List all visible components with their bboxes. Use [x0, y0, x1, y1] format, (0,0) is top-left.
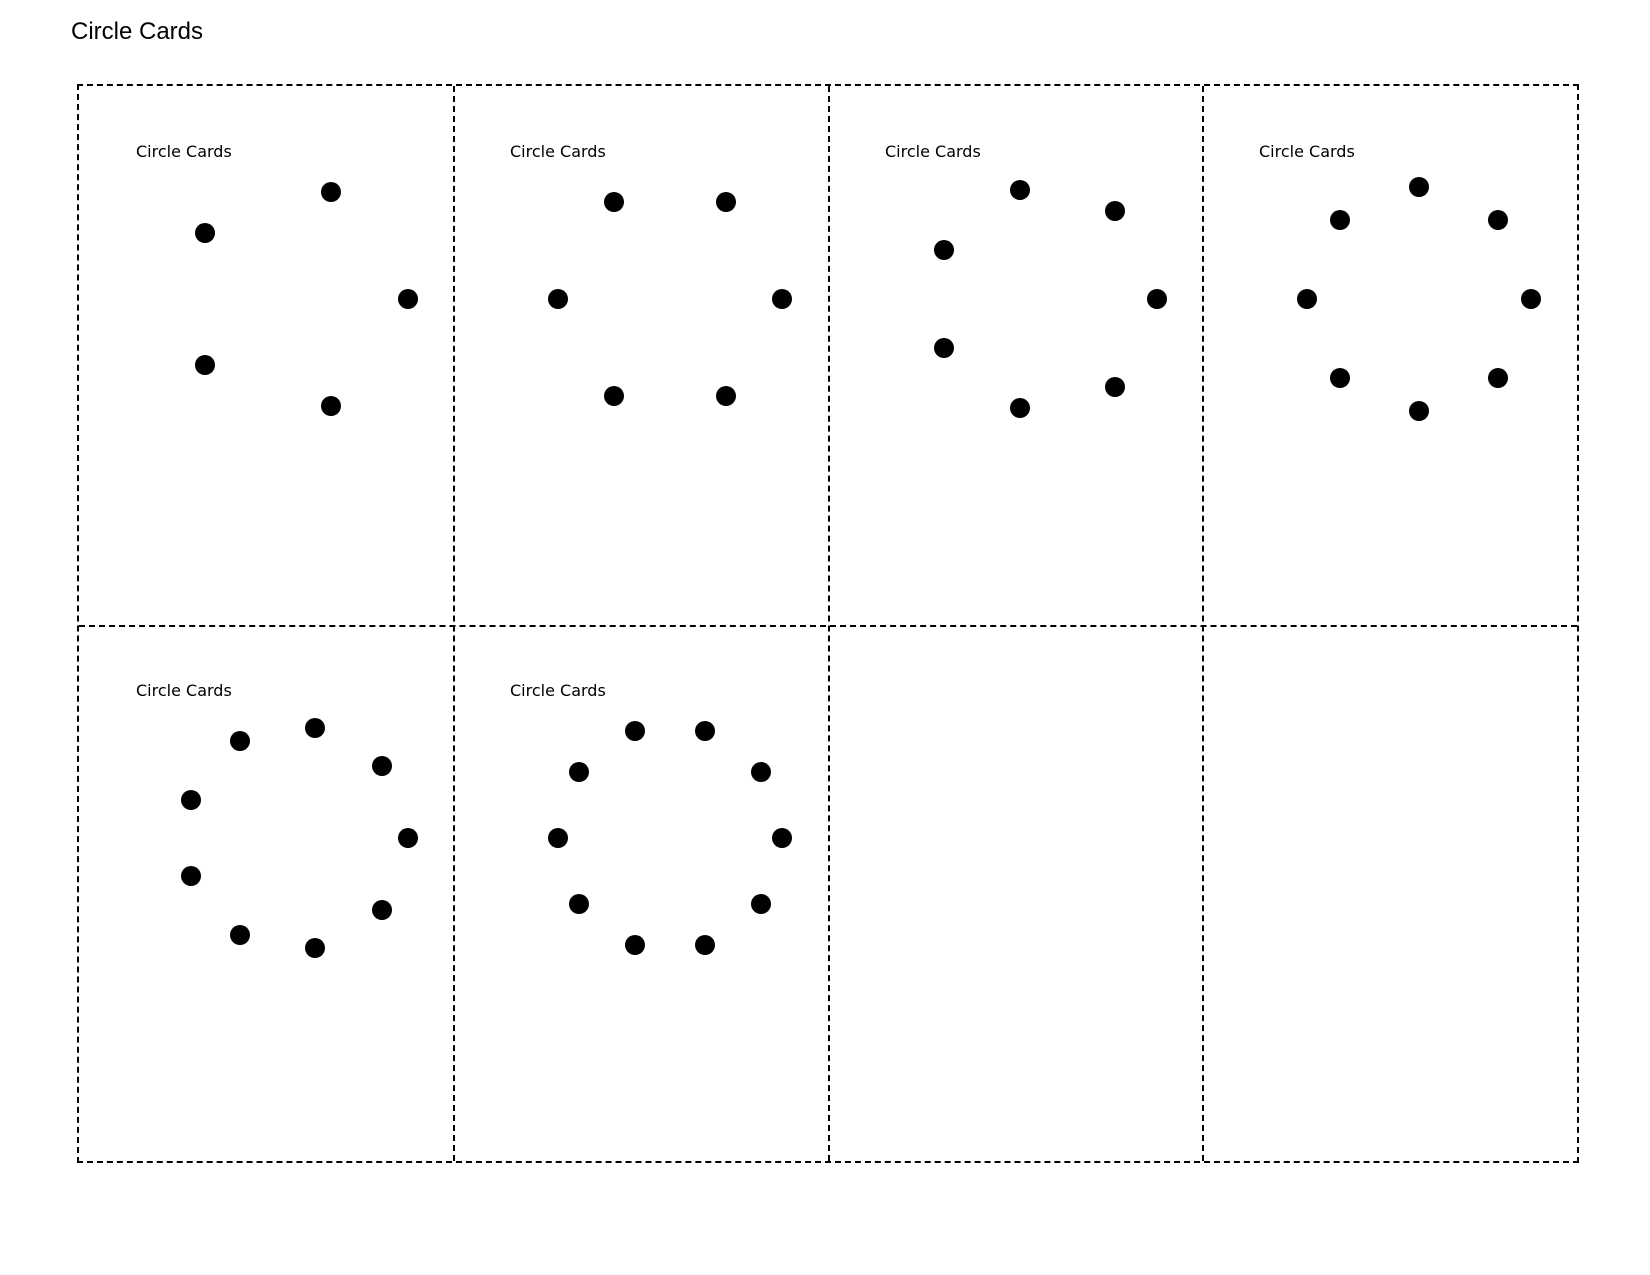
card-6: Circle Cards [453, 625, 828, 1165]
card-label: Circle Cards [1259, 142, 1355, 161]
dot [604, 192, 624, 212]
dot [371, 899, 392, 920]
card-2: Circle Cards [453, 86, 828, 626]
card-7 [828, 625, 1203, 1165]
dot [694, 934, 715, 955]
dot [1488, 209, 1509, 230]
dot [1329, 368, 1350, 389]
dot [548, 828, 568, 848]
dot [569, 893, 590, 914]
dot [195, 354, 216, 375]
card-8 [1202, 625, 1577, 1165]
dot [398, 289, 418, 309]
dot [548, 289, 568, 309]
dot [1409, 177, 1429, 197]
dot [694, 721, 715, 742]
dot [625, 721, 646, 742]
card-label: Circle Cards [136, 681, 232, 700]
cut-line [828, 86, 830, 1161]
cut-line [453, 86, 455, 1161]
card-4: Circle Cards [1202, 86, 1577, 626]
dot [398, 828, 418, 848]
dot [716, 192, 736, 212]
card-label: Circle Cards [510, 681, 606, 700]
dot [305, 717, 326, 738]
dot [604, 385, 624, 406]
card-1: Circle Cards [79, 86, 454, 626]
dot [1297, 289, 1317, 309]
card-5: Circle Cards [79, 625, 454, 1165]
dot [1147, 289, 1167, 309]
cut-line [79, 625, 1577, 627]
dot [230, 924, 250, 945]
dot [195, 223, 216, 244]
dot [1010, 398, 1031, 419]
dot [230, 731, 250, 751]
dot [750, 893, 771, 914]
dot [625, 934, 646, 955]
dot [1104, 376, 1125, 397]
dot [1409, 401, 1429, 421]
dot [371, 756, 392, 776]
dot [772, 289, 792, 309]
dot [1104, 201, 1125, 222]
card-label: Circle Cards [510, 142, 606, 161]
dot [934, 240, 955, 261]
dot [934, 337, 955, 358]
dot [305, 938, 326, 959]
dot [772, 828, 792, 848]
card-sheet: Circle Cards Circle Cards Circle Cards C… [77, 84, 1579, 1163]
dot [1329, 209, 1350, 230]
card-label: Circle Cards [885, 142, 981, 161]
dot [1521, 289, 1541, 309]
page-title: Circle Cards [71, 18, 204, 45]
dot [320, 395, 341, 416]
dot [180, 866, 201, 887]
dot [569, 762, 590, 783]
cut-line [1202, 86, 1204, 1161]
card-label: Circle Cards [136, 142, 232, 161]
dot [1488, 368, 1509, 389]
dot [750, 762, 771, 783]
card-3: Circle Cards [828, 86, 1203, 626]
dot [716, 385, 736, 406]
dot [1010, 179, 1031, 200]
dot [180, 789, 201, 810]
dot [320, 182, 341, 203]
